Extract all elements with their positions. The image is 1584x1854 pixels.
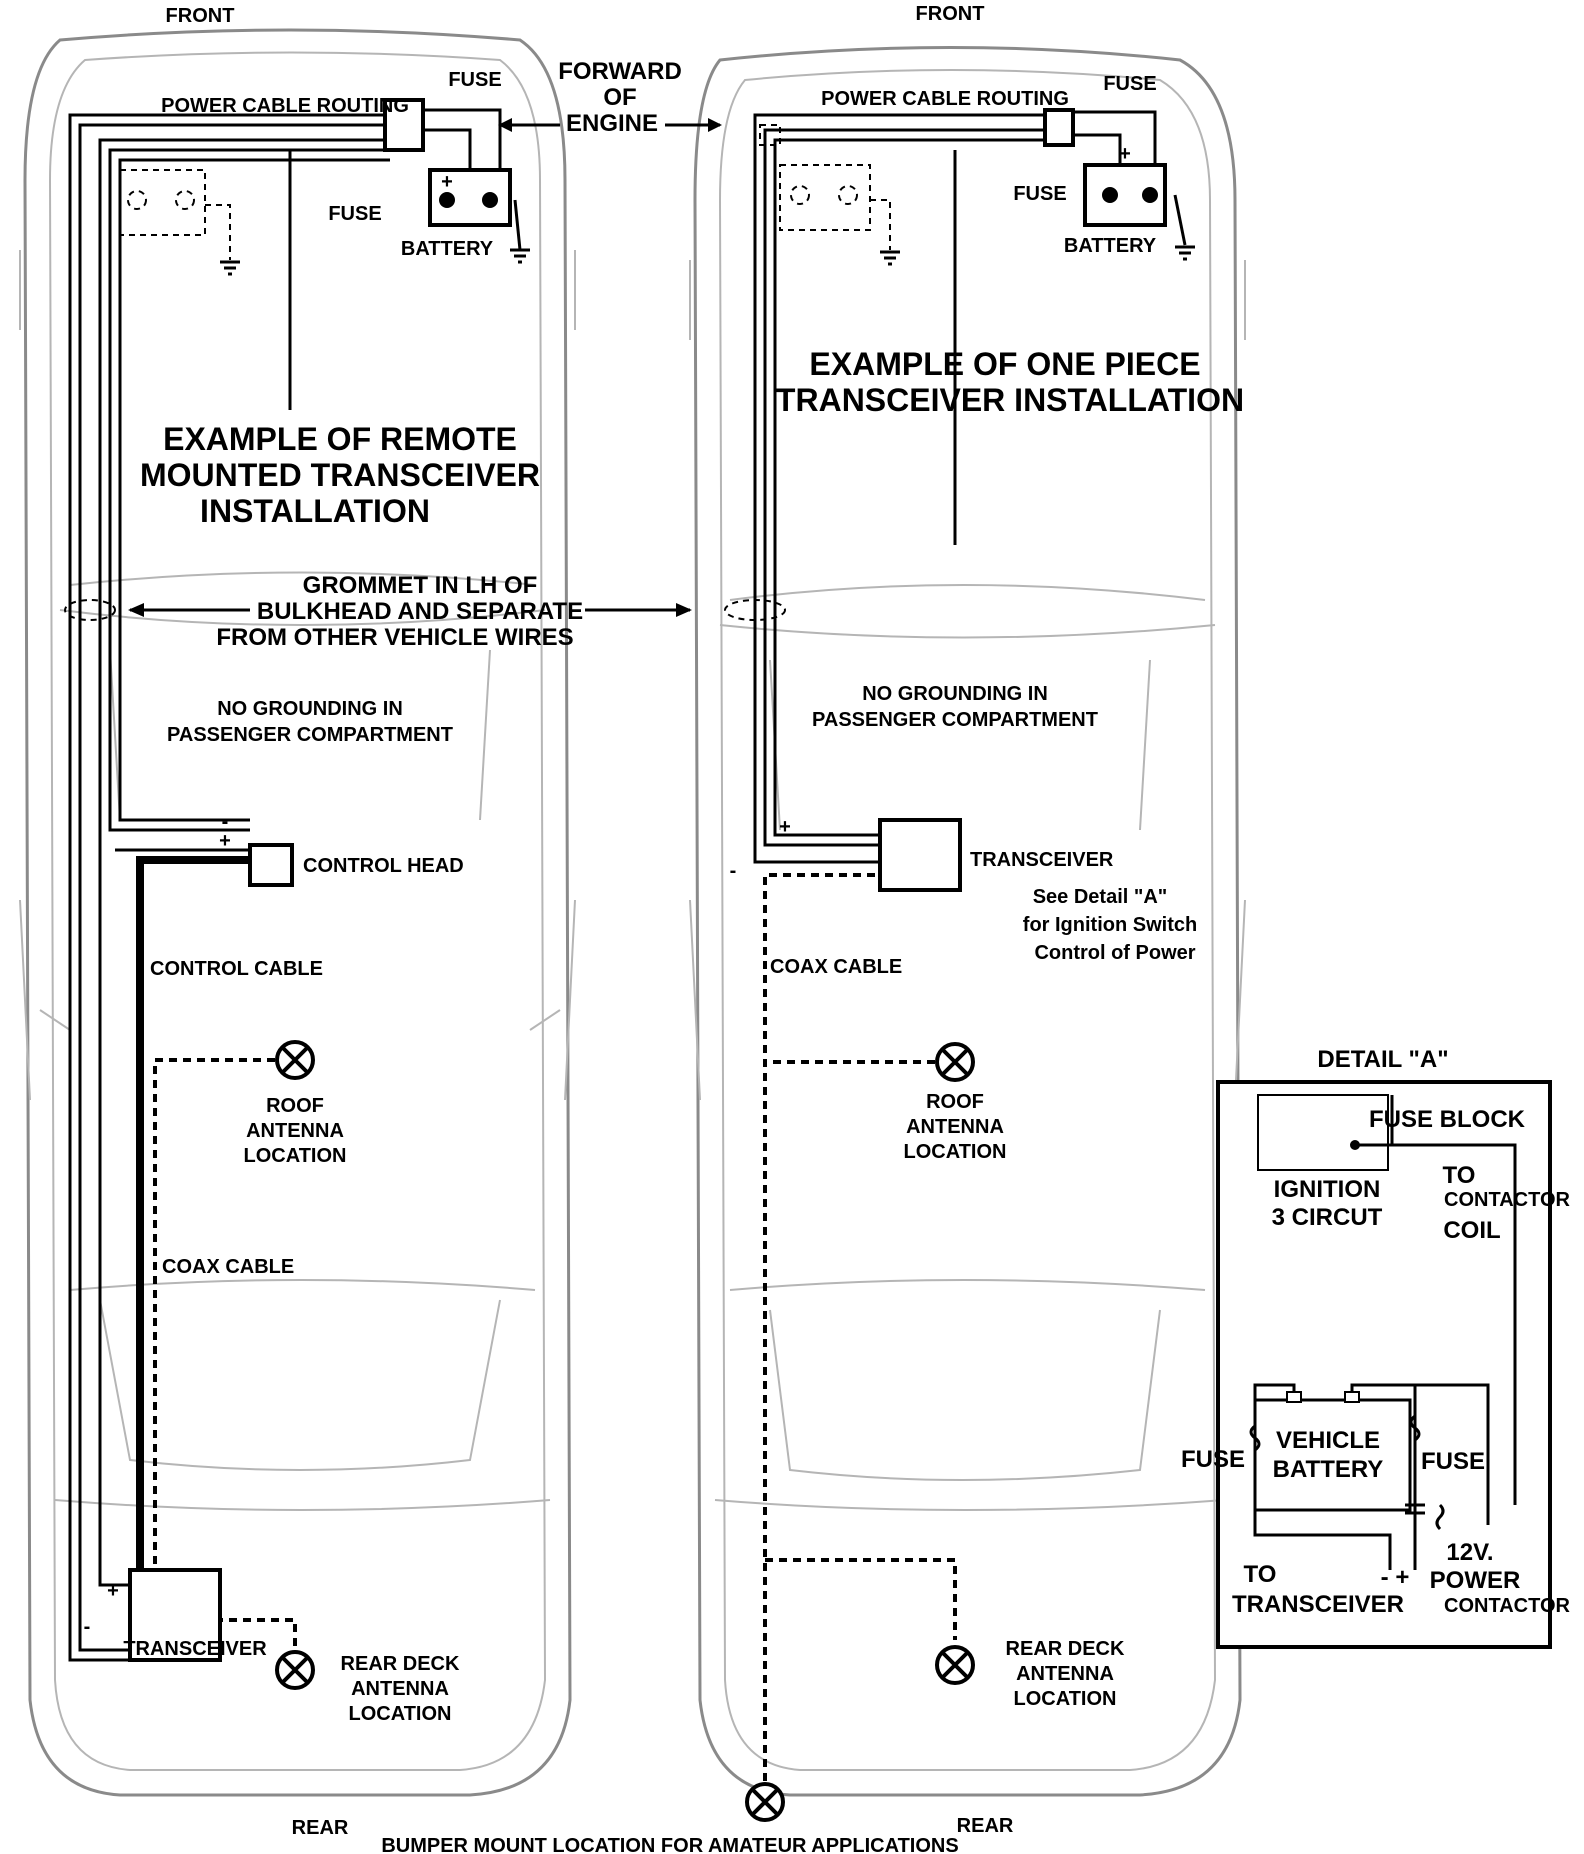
left-minus-sign: - [222, 811, 229, 833]
left-fuse-mid-label: FUSE [328, 203, 381, 225]
left-plus-sign: + [219, 830, 231, 852]
detail-a-fuse-right-label: FUSE [1421, 1448, 1485, 1475]
detail-a-power-contactor-line-3: CONTACTOR [1444, 1595, 1570, 1617]
left-roof-antenna-line-1: ROOF [266, 1095, 324, 1117]
left-roof-antenna-icon [275, 1040, 315, 1080]
right-fuse-top-label: FUSE [1103, 73, 1156, 95]
right-front-label: FRONT [916, 3, 985, 25]
forward-of-engine-line-2: OF [603, 84, 636, 111]
right-transceiver-minus: - [730, 860, 737, 882]
detail-a-power-contactor-line-2: POWER [1430, 1567, 1521, 1594]
left-transceiver-plus: + [107, 1580, 119, 1602]
right-battery-plus-sign: + [1119, 143, 1131, 165]
detail-a-to-label: TO [1443, 1162, 1476, 1189]
right-power-cable-routing-label: POWER CABLE ROUTING [821, 88, 1069, 110]
left-transceiver-minus: - [84, 1616, 91, 1638]
detail-a-contactor-label: CONTACTOR [1444, 1189, 1570, 1211]
detail-a-vehicle-battery-line-1: VEHICLE [1276, 1427, 1380, 1454]
right-no-grounding-line-1: NO GROUNDING IN [862, 683, 1048, 705]
left-roof-antenna-line-3: LOCATION [244, 1145, 347, 1167]
left-title-line-1: EXAMPLE OF REMOTE [163, 421, 517, 457]
left-car-outline [19, 28, 576, 1797]
left-battery-terminal-minus [482, 192, 498, 208]
left-rear-deck-line-3: LOCATION [349, 1703, 452, 1725]
detail-a-coil-label: COIL [1443, 1217, 1500, 1244]
right-rear-deck-line-1: REAR DECK [1006, 1638, 1125, 1660]
left-control-cable-label: CONTROL CABLE [150, 958, 323, 980]
left-control-head-label: CONTROL HEAD [303, 855, 464, 877]
left-rear-deck-line-1: REAR DECK [341, 1653, 460, 1675]
right-fuse-mid-label: FUSE [1013, 183, 1066, 205]
right-transceiver-label: TRANSCEIVER [970, 849, 1114, 871]
detail-a-minus-plus: - + [1381, 1564, 1410, 1591]
left-fuse-block [383, 98, 425, 152]
right-rear-deck-line-3: LOCATION [1014, 1688, 1117, 1710]
right-see-detail-line-3: Control of Power [1034, 942, 1195, 964]
detail-a-fuse-block-label: FUSE BLOCK [1369, 1106, 1526, 1133]
right-see-detail-line-2: for Ignition Switch [1023, 914, 1197, 936]
right-no-grounding-line-2: PASSENGER COMPARTMENT [812, 709, 1098, 731]
forward-of-engine-line-1: FORWARD [558, 58, 682, 85]
left-rear-label: REAR [292, 1817, 349, 1839]
center-arrows [128, 118, 722, 617]
right-coax-cable-label: COAX CABLE [770, 956, 902, 978]
grommet-line-2: BULKHEAD AND SEPARATE [257, 598, 583, 625]
left-battery-label: BATTERY [401, 238, 494, 260]
right-battery-terminal-minus [1142, 187, 1158, 203]
right-title-line-2: TRANSCEIVER INSTALLATION [776, 382, 1244, 418]
right-see-detail-line-1: See Detail "A" [1033, 886, 1168, 908]
grommet-line-3: FROM OTHER VEHICLE WIRES [216, 624, 573, 651]
right-roof-antenna-icon [935, 1042, 975, 1082]
left-roof-antenna-line-2: ANTENNA [246, 1120, 344, 1142]
right-rear-label: REAR [957, 1815, 1014, 1837]
right-rear-deck-antenna-icon [935, 1645, 975, 1685]
left-no-grounding-line-1: NO GROUNDING IN [217, 698, 403, 720]
left-rear-deck-antenna-icon [275, 1650, 315, 1690]
detail-a-panel [1216, 1080, 1552, 1649]
right-roof-antenna-line-1: ROOF [926, 1091, 984, 1113]
right-transceiver-plus: + [779, 816, 791, 838]
right-battery-terminal-plus [1102, 187, 1118, 203]
grommet-line-1: GROMMET IN LH OF [303, 572, 538, 599]
left-coax-cable-label: COAX CABLE [162, 1256, 294, 1278]
detail-a-power-contactor-line-1: 12V. [1446, 1539, 1493, 1566]
detail-a-to-transceiver-line-2: TRANSCEIVER [1232, 1591, 1404, 1618]
left-control-head-box [248, 843, 294, 887]
left-car-wiring [64, 108, 530, 1662]
detail-a-ignition-line-1: IGNITION [1274, 1176, 1381, 1203]
left-title-line-3: INSTALLATION [200, 493, 430, 529]
right-roof-antenna-line-2: ANTENNA [906, 1116, 1004, 1138]
left-transceiver-box [128, 1568, 222, 1662]
left-title-line-2: MOUNTED TRANSCEIVER [140, 457, 540, 493]
right-battery-label: BATTERY [1064, 235, 1157, 257]
bumper-mount-antenna-icon [745, 1782, 785, 1822]
left-rear-deck-line-2: ANTENNA [351, 1678, 449, 1700]
detail-a-ignition-line-2: 3 CIRCUT [1272, 1204, 1383, 1231]
left-no-grounding-line-2: PASSENGER COMPARTMENT [167, 724, 453, 746]
detail-a-title: DETAIL "A" [1317, 1046, 1448, 1073]
right-fuse-block [1043, 108, 1075, 147]
right-rear-deck-line-2: ANTENNA [1016, 1663, 1114, 1685]
right-car-outline [689, 46, 1246, 1797]
bumper-mount-caption: BUMPER MOUNT LOCATION FOR AMATEUR APPLIC… [381, 1835, 958, 1854]
right-roof-antenna-line-3: LOCATION [904, 1141, 1007, 1163]
left-transceiver-label: TRANSCEIVER [123, 1638, 267, 1660]
right-car-wiring [724, 110, 1195, 1800]
detail-a-fuse-left-label: FUSE [1181, 1446, 1245, 1473]
right-transceiver-box [878, 818, 962, 892]
detail-a-vehicle-battery-line-2: BATTERY [1273, 1456, 1384, 1483]
detail-a-to-transceiver-line-1: TO [1244, 1561, 1277, 1588]
left-battery-plus-sign: + [441, 171, 453, 193]
forward-of-engine-line-3: ENGINE [566, 110, 658, 137]
left-fuse-top-label: FUSE [448, 69, 501, 91]
left-front-label: FRONT [166, 5, 235, 27]
left-battery-terminal-plus [439, 192, 455, 208]
right-title-line-1: EXAMPLE OF ONE PIECE [809, 346, 1200, 382]
left-power-cable-routing-label: POWER CABLE ROUTING [161, 95, 409, 117]
